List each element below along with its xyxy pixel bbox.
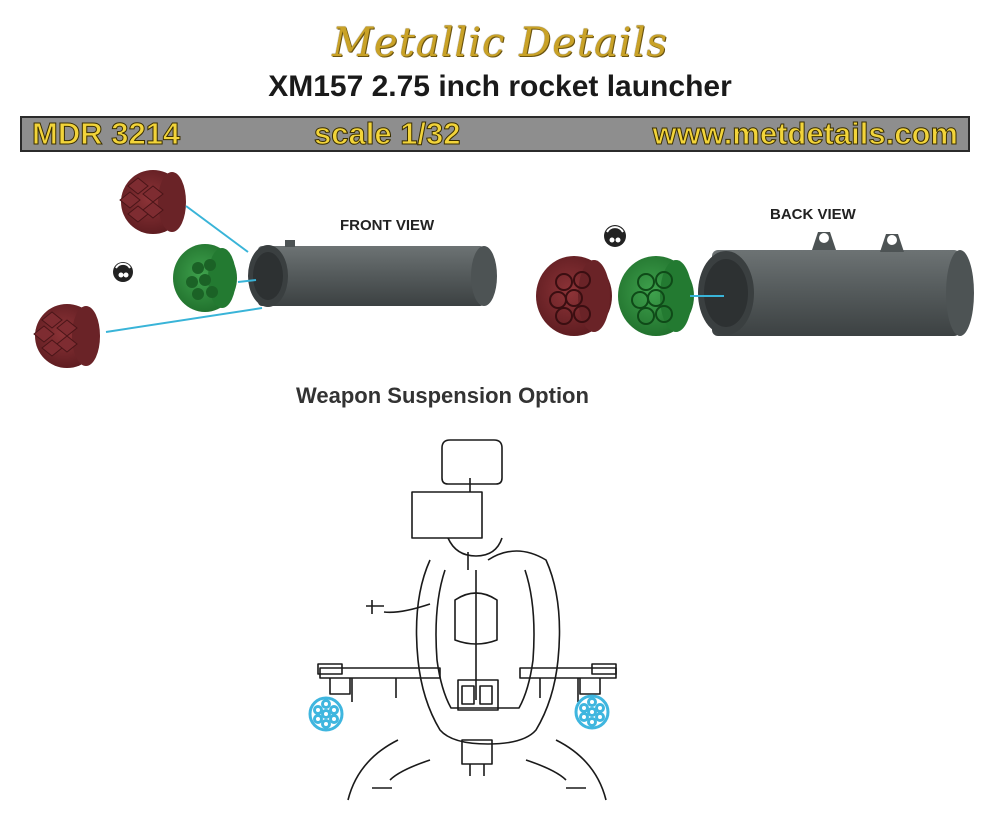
website-link[interactable]: www.metdetails.com: [652, 116, 958, 151]
left-launcher-face: [308, 696, 344, 732]
section-title: Weapon Suspension Option: [296, 383, 589, 408]
front-green-insert: [173, 244, 237, 312]
page-title: XM157 2.75 inch rocket launcher: [268, 70, 732, 103]
front-red-rocket-cluster-bottom: [33, 304, 100, 368]
product-code: MDR 3214: [31, 116, 181, 151]
front-view-label: FRONT VIEW: [340, 217, 435, 234]
back-green-insert: [618, 256, 694, 336]
scale-label: scale 1/32: [314, 116, 462, 151]
rotate-icon-front: [113, 262, 133, 282]
right-launcher-face: [574, 694, 610, 730]
helicopter-line-drawing: [317, 439, 617, 801]
front-leader-lines: [105, 205, 263, 333]
back-red-insert: [536, 256, 612, 336]
front-launcher-tube: [248, 240, 497, 307]
brand-logo: Metallic Details: [332, 20, 668, 66]
back-view-label: BACK VIEW: [770, 206, 856, 223]
info-bar: MDR 3214 scale 1/32 www.metdetails.com: [20, 116, 970, 152]
rotate-icon-back: [604, 225, 626, 247]
back-launcher-tube: [698, 232, 974, 336]
front-red-rocket-cluster-top: [119, 170, 186, 234]
